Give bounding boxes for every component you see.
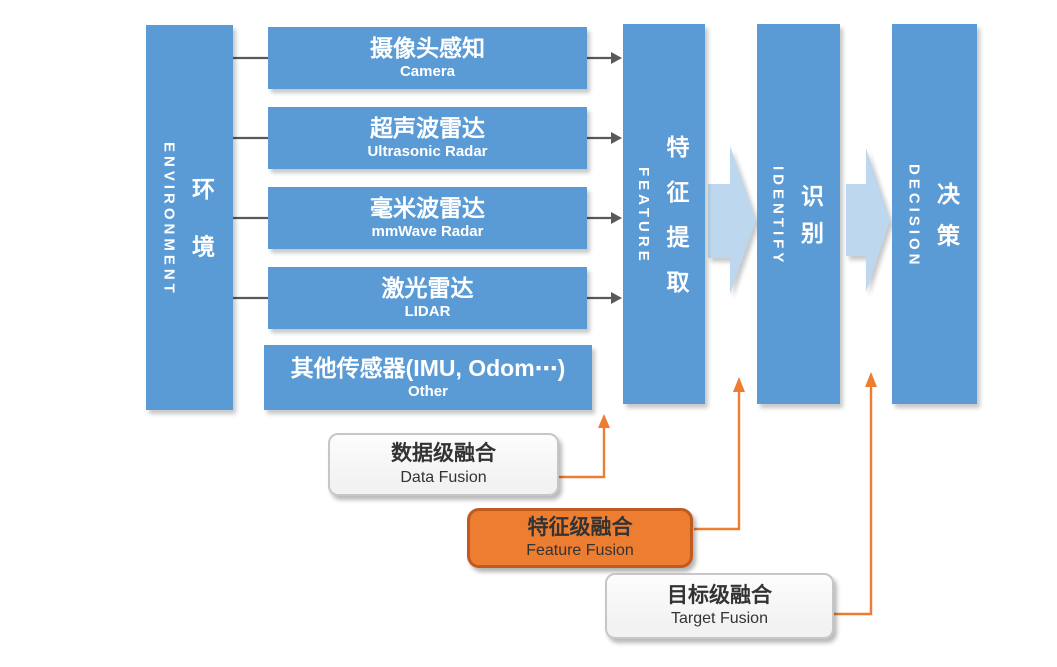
camera-to-feature-arrow — [587, 52, 622, 64]
lidar-label-en: LIDAR — [404, 303, 451, 320]
data-fusion-connector — [557, 414, 610, 479]
target-fusion-box: 目标级融合 Target Fusion — [605, 573, 834, 639]
mmwave-to-feature-arrow — [587, 212, 622, 224]
ultrasonic-label-zh: 超声波雷达 — [370, 115, 485, 142]
identify-to-decision-block-arrow — [846, 148, 890, 292]
lidar-to-feature-arrow — [587, 292, 622, 304]
data-fusion-label-zh: 数据级融合 — [391, 442, 496, 466]
data-fusion-label-en: Data Fusion — [400, 468, 487, 486]
feature-label-en: FEATURE — [635, 167, 652, 265]
identify-bar: IDENTIFY 识别 — [757, 24, 840, 404]
sensor-box-other: 其他传感器(IMU, Odom⋯) Other — [264, 345, 592, 410]
sensor-box-lidar: 激光雷达 LIDAR — [268, 267, 587, 329]
ultrasonic-label-en: Ultrasonic Radar — [367, 143, 488, 160]
identify-label-zh: 识别 — [797, 184, 824, 258]
data-fusion-box: 数据级融合 Data Fusion — [328, 433, 559, 496]
feature-fusion-box: 特征级融合 Feature Fusion — [467, 508, 693, 568]
mmwave-label-zh: 毫米波雷达 — [370, 195, 485, 222]
decision-bar: DECISION 决策 — [892, 24, 977, 404]
feature-fusion-label-zh: 特征级融合 — [527, 515, 633, 539]
sensor-box-ultrasonic-radar: 超声波雷达 Ultrasonic Radar — [268, 107, 587, 169]
sensor-box-mmwave-radar: 毫米波雷达 mmWave Radar — [268, 187, 587, 249]
other-label-zh: 其他传感器(IMU, Odom⋯) — [290, 354, 566, 381]
feature-fusion-connector — [694, 377, 745, 531]
target-fusion-label-zh: 目标级融合 — [667, 583, 772, 607]
environment-label-zh: 环境 — [188, 177, 215, 293]
sensor-box-camera: 摄像头感知 Camera — [268, 27, 587, 89]
target-fusion-connector — [833, 372, 877, 616]
mmwave-label-en: mmWave Radar — [371, 223, 484, 240]
other-label-en: Other — [407, 382, 448, 400]
decision-label-en: DECISION — [905, 163, 923, 269]
identify-label-en: IDENTIFY — [769, 165, 787, 267]
ultrasonic-to-feature-arrow — [587, 132, 622, 144]
lidar-label-zh: 激光雷达 — [381, 275, 474, 302]
target-fusion-label-en: Target Fusion — [671, 610, 768, 628]
feature-extraction-bar: FEATURE 特征提取 — [623, 24, 705, 404]
feature-to-identify-block-arrow — [708, 146, 756, 294]
environment-bar: ENVIRONMENT 环境 — [146, 25, 233, 410]
feature-label-zh: 特征提取 — [663, 135, 689, 315]
environment-label-en: ENVIRONMENT — [160, 142, 178, 297]
camera-label-en: Camera — [399, 63, 456, 80]
camera-label-zh: 摄像头感知 — [370, 35, 485, 62]
decision-label-zh: 决策 — [933, 181, 960, 265]
feature-fusion-label-en: Feature Fusion — [526, 542, 634, 560]
